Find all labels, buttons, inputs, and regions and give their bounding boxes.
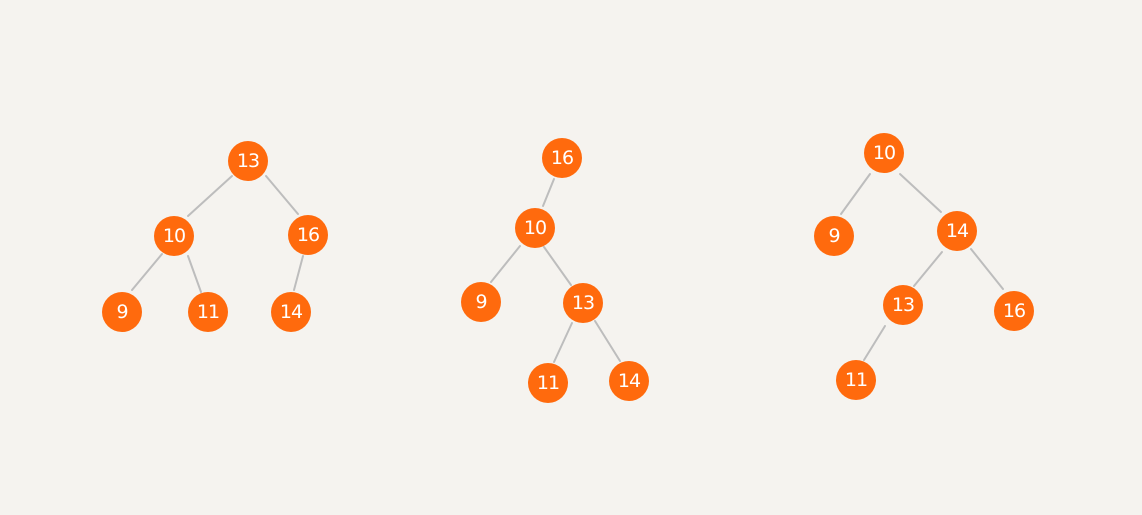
edge-13-16 [265, 175, 299, 215]
tree3-node-11: 11 [836, 360, 876, 400]
tree1-node-14: 14 [271, 292, 311, 332]
edge-10-9 [840, 173, 871, 215]
tree3-node-13: 13 [883, 285, 923, 325]
tree2-node-9: 9 [461, 282, 501, 322]
tree1-node-11: 11 [188, 292, 228, 332]
edge-13-11 [553, 322, 573, 363]
tree3-node-9: 9 [814, 216, 854, 256]
edge-10-11 [187, 255, 202, 293]
edge-13-10 [187, 175, 233, 217]
edge-14-13 [913, 251, 943, 287]
tree3-node-16: 16 [994, 291, 1034, 331]
edge-10-13 [543, 246, 572, 286]
edge-10-14 [899, 173, 942, 213]
tree2-node-13: 13 [563, 283, 603, 323]
tree2-node-10: 10 [515, 208, 555, 248]
tree1-node-9: 9 [102, 292, 142, 332]
edge-10-9 [490, 245, 521, 283]
tree2-node-11: 11 [528, 363, 568, 403]
edge-16-10 [542, 178, 555, 207]
tree3-node-14: 14 [937, 211, 977, 251]
tree2-node-14: 14 [609, 361, 649, 401]
tree1-node-10: 10 [154, 216, 194, 256]
tree1-node-16: 16 [288, 215, 328, 255]
edge-14-16 [970, 248, 1004, 290]
tree1-node-13: 13 [228, 141, 268, 181]
edge-13-11 [863, 325, 886, 361]
tree3-node-10: 10 [864, 133, 904, 173]
edge-13-14 [594, 320, 621, 362]
edge-10-9 [131, 253, 163, 291]
tree2-node-16: 16 [542, 138, 582, 178]
edge-16-14 [293, 255, 304, 291]
